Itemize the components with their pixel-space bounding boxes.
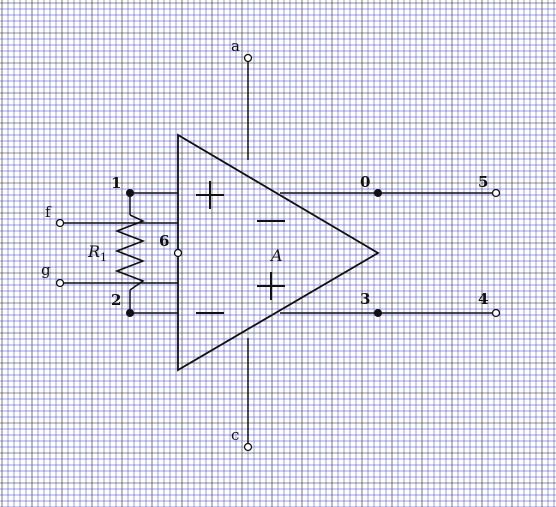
label-resistor: R1 (87, 242, 107, 264)
label-node-0: 0 (360, 173, 370, 191)
label-amplifier: A (269, 246, 283, 265)
terminal-c (243, 442, 253, 452)
terminal-f (55, 218, 65, 228)
label-g: g (41, 261, 51, 279)
label-resistor-subscript: 1 (100, 251, 107, 264)
label-node-3: 3 (360, 290, 370, 308)
wires (60, 58, 496, 447)
terminal-5 (491, 188, 501, 198)
label-a: a (231, 37, 240, 55)
resistor-r1 (114, 214, 146, 291)
label-node-4: 4 (478, 290, 488, 308)
node-0-dot (374, 189, 382, 197)
terminal-g (55, 278, 65, 288)
node-2-dot (126, 309, 134, 317)
label-node-1: 1 (111, 174, 121, 192)
node-3-dot (374, 309, 382, 317)
node-1-dot (126, 189, 134, 197)
label-resistor-main: R (87, 242, 100, 261)
label-c: c (231, 426, 239, 444)
filled-nodes (126, 189, 382, 317)
terminal-a (243, 53, 253, 63)
label-node-5: 5 (478, 173, 488, 191)
open-terminals (55, 53, 501, 452)
label-node-2: 2 (111, 291, 121, 309)
terminal-6 (173, 248, 183, 258)
amplifier-signs (196, 181, 285, 314)
label-node-6: 6 (159, 232, 169, 250)
terminal-4 (491, 308, 501, 318)
label-f: f (45, 203, 52, 221)
